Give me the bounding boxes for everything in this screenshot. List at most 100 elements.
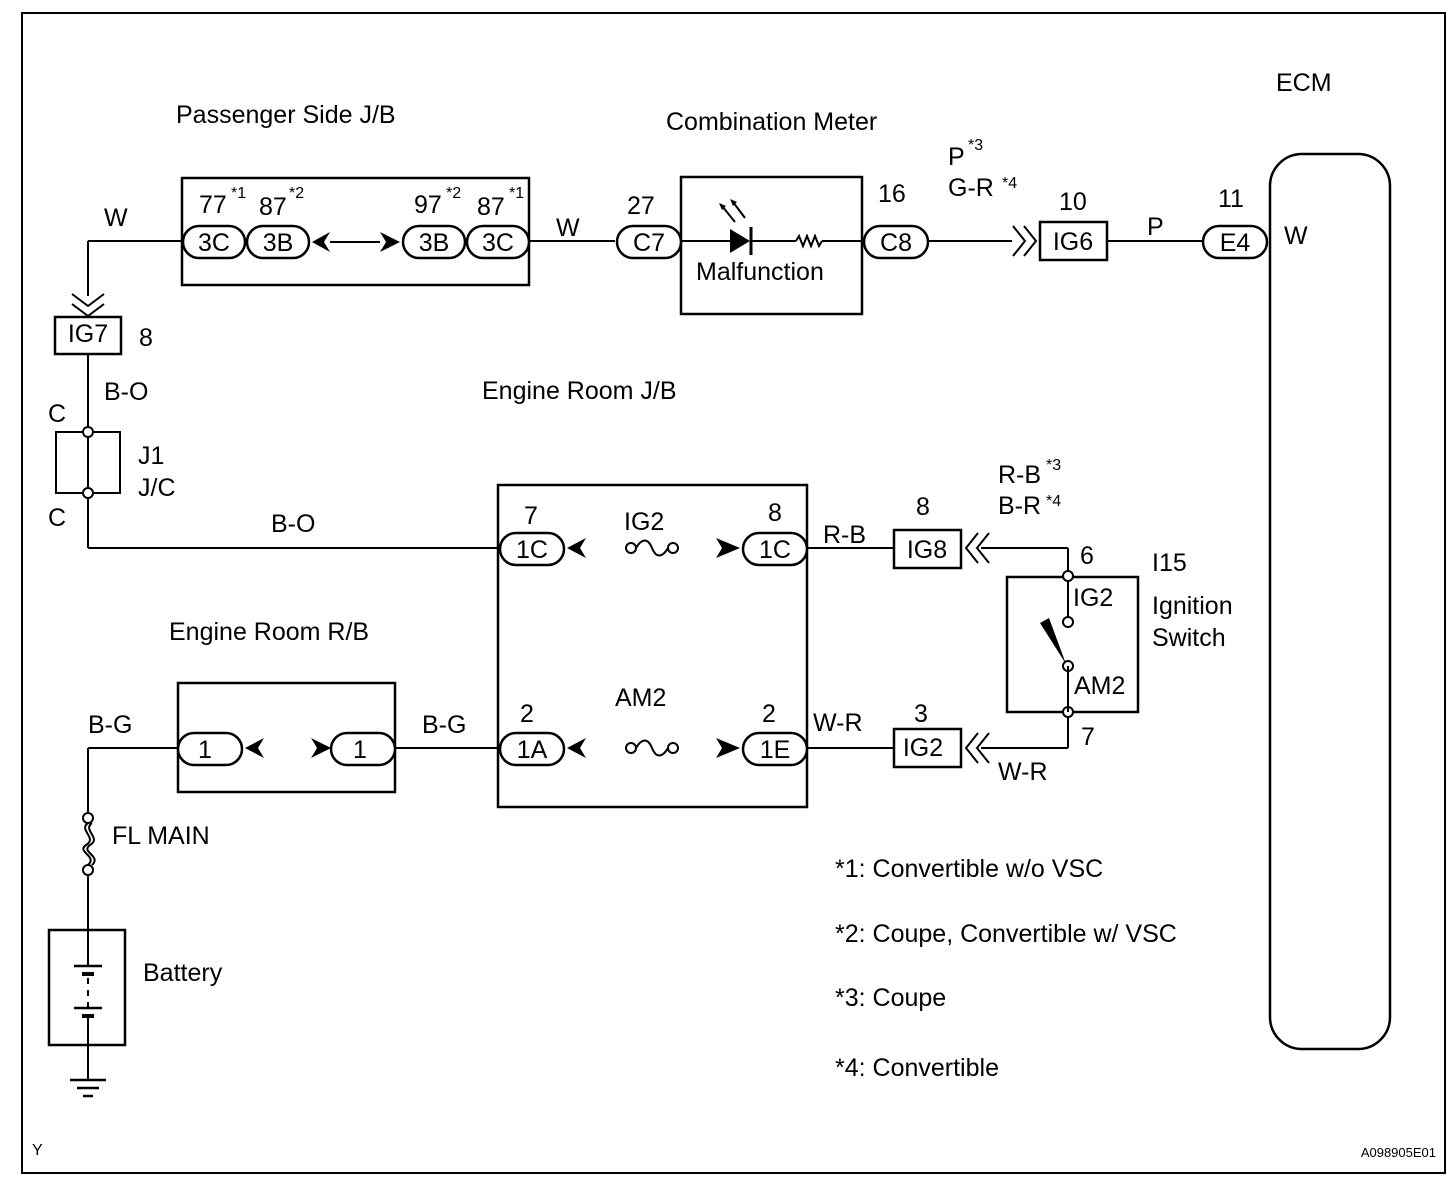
connector-label: 1C (516, 536, 548, 564)
rb-out-wire: B-G (422, 711, 466, 739)
passenger-jb-title: Passenger Side J/B (176, 101, 396, 129)
passenger-side-jb: Passenger Side J/B W W 77 *1 87 *2 97 *2… (104, 101, 580, 287)
connector-label: E4 (1220, 229, 1251, 257)
fuse-icon (635, 739, 669, 757)
fusible-link-icon (82, 822, 92, 866)
ig6-pin: 10 (1059, 188, 1087, 216)
ig6-wire-a-note: *3 (968, 137, 983, 154)
connector-arrow-icon (311, 738, 331, 758)
combo-out-pin: 16 (878, 180, 906, 208)
jb-pin-note: *2 (289, 185, 304, 202)
switch-top-label: IG2 (1073, 584, 1113, 612)
connector-label: 3B (263, 229, 294, 257)
jc-bottom-terminal: C (48, 504, 66, 532)
connector-label: 1E (760, 736, 791, 764)
connector-label: C8 (880, 229, 912, 257)
connector-arrow-icon (245, 738, 264, 758)
switch-name-1: Ignition (1152, 592, 1233, 620)
ig8-pin: 8 (916, 493, 930, 521)
jc-top-terminal: C (48, 400, 66, 428)
connector-label: 1A (517, 736, 548, 764)
junction-connector-j1: C C J1 J/C B-O (48, 400, 315, 538)
footnote: *4: Convertible (835, 1054, 999, 1082)
engine-room-jb: Engine Room J/B 7 1C IG2 8 1C 2 1A AM2 2… (482, 377, 809, 809)
engine-jb-title: Engine Room J/B (482, 377, 677, 405)
ig2-connector: W-R 3 IG2 W-R (813, 700, 1048, 786)
jb-pin-number: 87 (259, 193, 287, 221)
connector-arrow-icon (716, 538, 740, 558)
ecm-terminal-wire: W (1284, 222, 1308, 250)
combo-meter-title: Combination Meter (666, 108, 877, 136)
ecm: ECM 11 E4 W (1201, 69, 1392, 1051)
ig8-alt-a: R-B (998, 461, 1041, 489)
ig2-out-pin: 8 (768, 499, 782, 527)
passenger-jb-right-wire: W (556, 214, 580, 242)
am2-fuse-label: AM2 (615, 684, 666, 712)
led-icon (730, 229, 750, 253)
connector-arrow-icon (380, 232, 400, 252)
ignition-switch: 6 IG2 AM2 7 I15 Ignition Switch (1005, 542, 1233, 751)
ig8-label: IG8 (907, 536, 947, 564)
ig2-fuse-label: IG2 (624, 508, 664, 536)
diagram-frame (21, 12, 1446, 1174)
ecm-pin: 11 (1218, 185, 1244, 213)
switch-bottom-label: AM2 (1074, 672, 1125, 700)
switch-contact-icon (1040, 618, 1066, 664)
switch-top-pin: 6 (1080, 542, 1094, 570)
jb-pin-note: *1 (509, 185, 524, 202)
connector-label: C7 (633, 229, 665, 257)
switch-code: I15 (1152, 549, 1187, 577)
battery: Battery (47, 928, 223, 1047)
engine-room-rb: Engine Room R/B B-G B-G 1 1 (88, 618, 466, 794)
am2-out-pin: 2 (762, 700, 776, 728)
battery-label: Battery (143, 959, 223, 987)
switch-bottom-pin: 7 (1081, 723, 1095, 751)
jb-pin-number: 77 (199, 191, 227, 219)
connector-label: 3C (482, 229, 514, 257)
ig6-wire-b: G-R (948, 174, 994, 202)
switch-name-2: Switch (1152, 624, 1226, 652)
jb-pin-note: *2 (446, 185, 461, 202)
footnote: *3: Coupe (835, 984, 946, 1012)
jc-out-wire: B-O (271, 510, 315, 538)
ig8-wire: R-B (823, 521, 866, 549)
footnote: *2: Coupe, Convertible w/ VSC (835, 920, 1177, 948)
jb-pin-number: 97 (414, 191, 442, 219)
ig7-connector: IG7 8 B-O (53, 293, 153, 406)
ig8-alt-b-note: *4 (1046, 493, 1061, 510)
jc-type: J/C (138, 474, 176, 502)
ig7-wire: B-O (104, 378, 148, 406)
am2-in-pin: 2 (520, 700, 534, 728)
jb-pin-note: *1 (231, 185, 246, 202)
connector-arrow-icon (567, 538, 586, 558)
connector-label: 3B (419, 229, 450, 257)
ig2-in-pin: 7 (524, 502, 538, 530)
footnote: *1: Convertible w/o VSC (835, 855, 1103, 883)
fuse-icon (635, 539, 669, 557)
ig8-connector: R-B 8 IG8 R-B *3 B-R *4 (823, 457, 1061, 570)
combo-in-pin: 27 (627, 192, 655, 220)
corner-code: Y (32, 1142, 43, 1159)
jb-pin-number: 87 (477, 193, 505, 221)
ig6-connector: P *3 G-R *4 10 IG6 P (948, 137, 1164, 262)
footnotes: *1: Convertible w/o VSC *2: Coupe, Conve… (835, 855, 1177, 1082)
ig6-label: IG6 (1053, 228, 1093, 256)
ig6-wire-b-note: *4 (1002, 175, 1017, 192)
ig7-label: IG7 (68, 320, 108, 348)
jc-name: J1 (138, 442, 164, 470)
ig7-pin: 8 (139, 324, 153, 352)
ig6-out-wire: P (1147, 213, 1164, 241)
engine-rb-title: Engine Room R/B (169, 618, 369, 646)
ig2-wire: W-R (813, 709, 863, 737)
fl-main-fuse: FL MAIN (82, 812, 210, 876)
fl-main-label: FL MAIN (112, 822, 210, 850)
figure-id: A098905E01 (1361, 1145, 1436, 1160)
combination-meter: Combination Meter 27 C7 16 C8 Malfunctio… (615, 108, 930, 316)
ground-icon (70, 1078, 106, 1098)
resistor-icon (795, 233, 823, 249)
connector-label: 1C (759, 536, 791, 564)
connector-label: 1 (198, 736, 212, 764)
ig8-alt-a-note: *3 (1046, 457, 1061, 474)
malfunction-lamp-label: Malfunction (696, 258, 824, 286)
